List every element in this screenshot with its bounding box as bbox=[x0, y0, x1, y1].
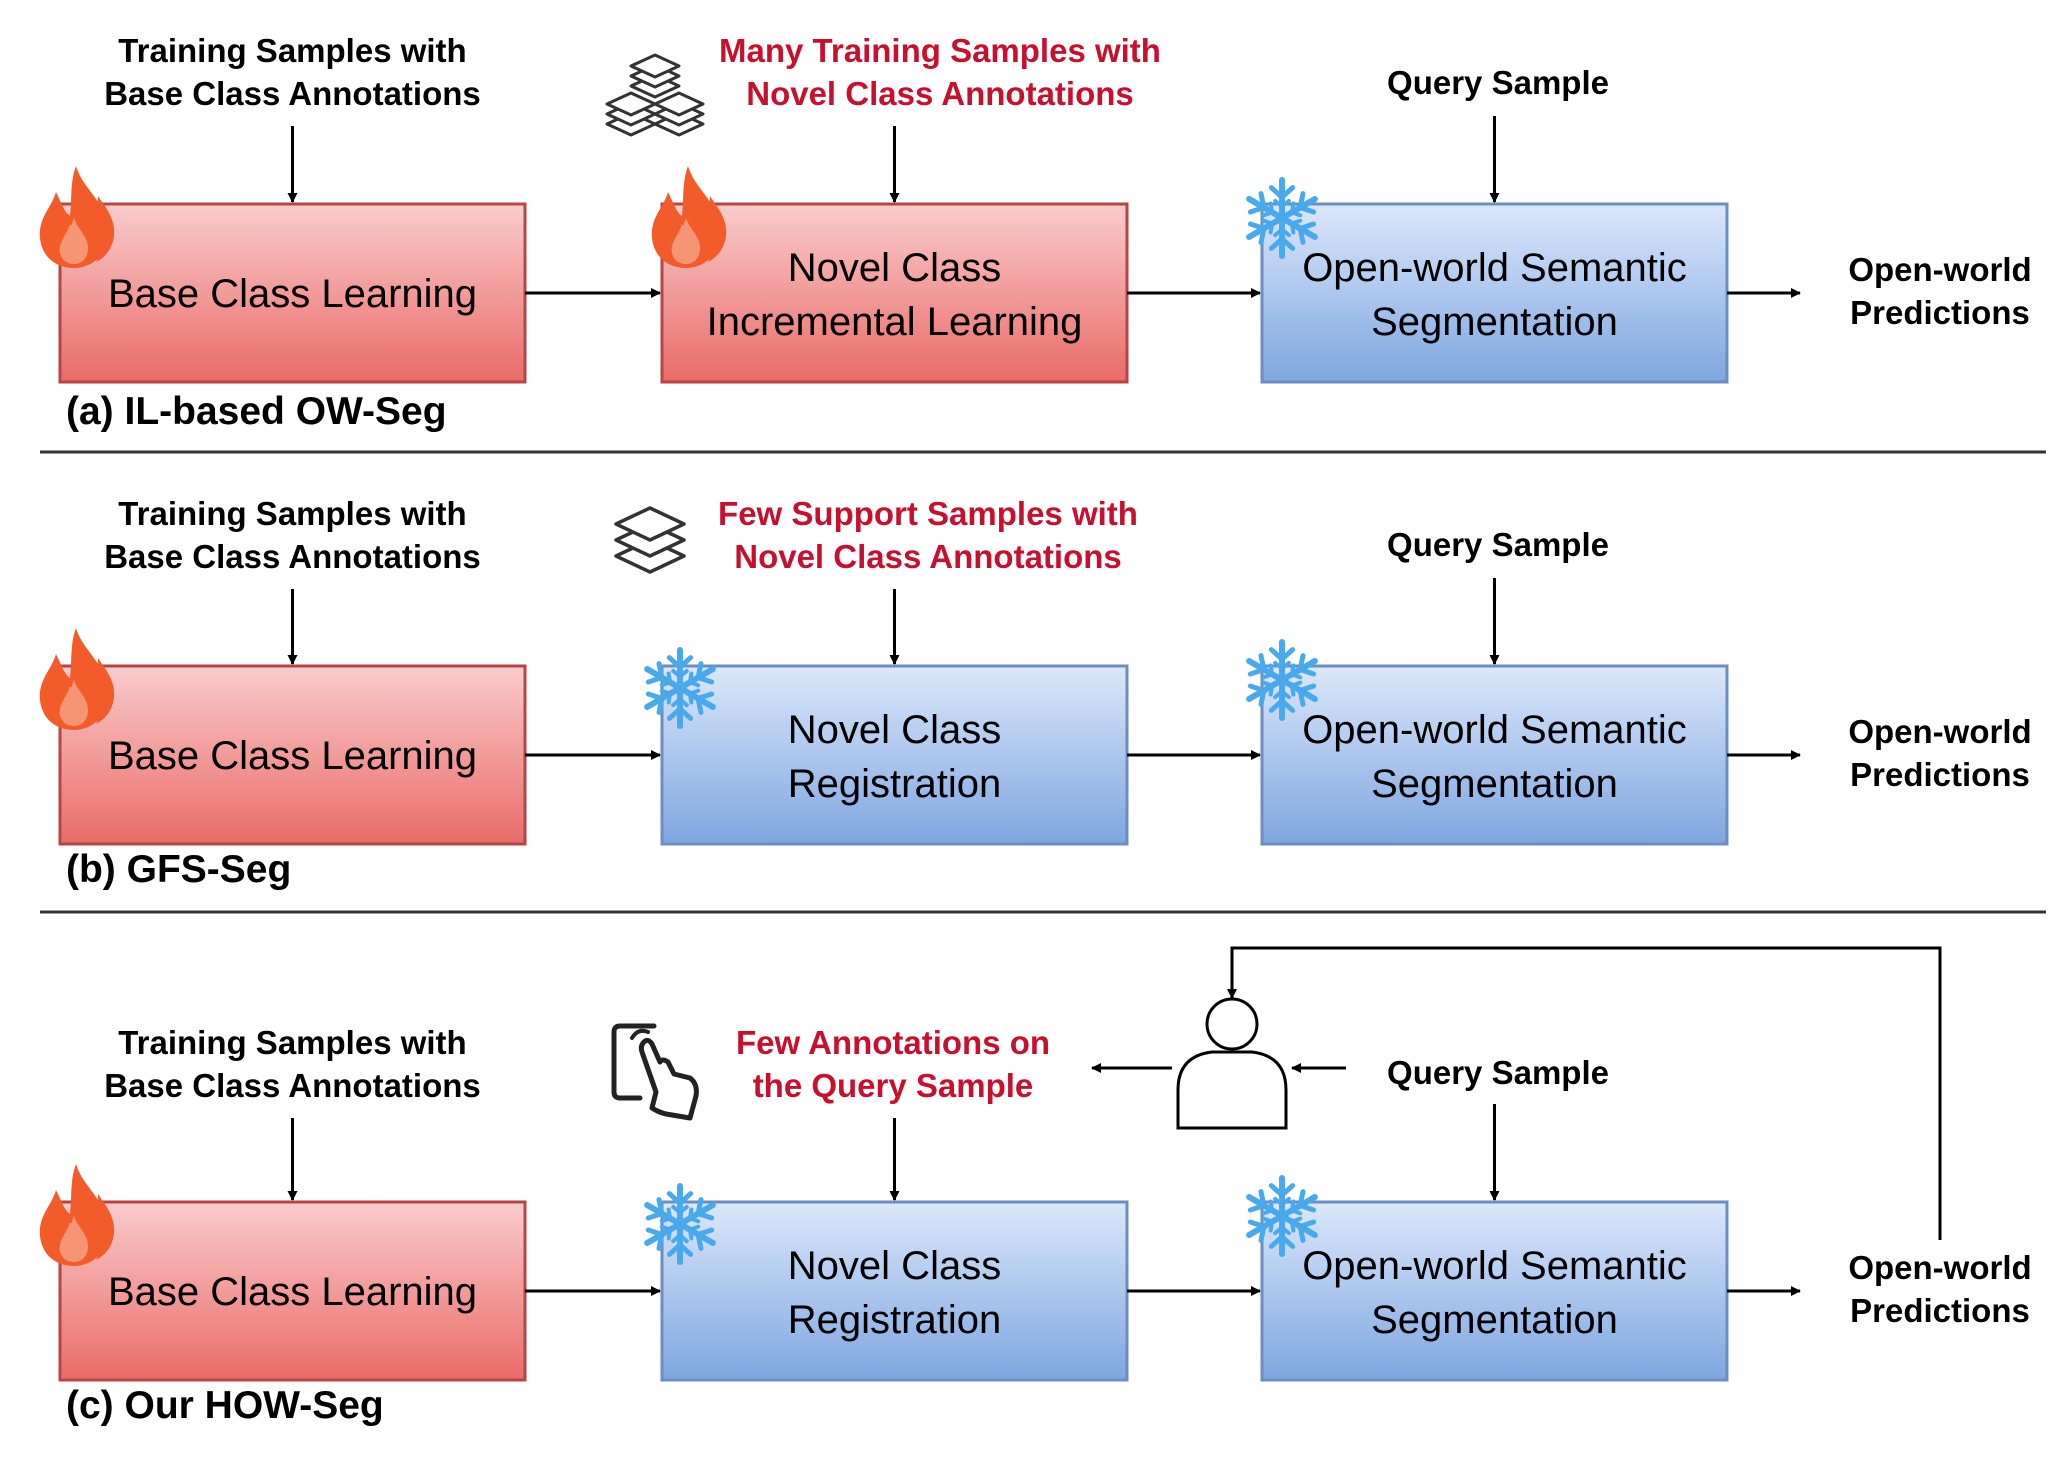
novel-input-label: Novel Class Annotations bbox=[746, 75, 1134, 112]
query-sample-label: Query Sample bbox=[1387, 1054, 1609, 1091]
base-input-label: Training Samples with bbox=[118, 1024, 466, 1061]
output-label: Open-world bbox=[1848, 1249, 2031, 1286]
fire-icon bbox=[39, 1164, 115, 1266]
panel-caption: (c) Our HOW-Seg bbox=[66, 1384, 384, 1427]
base-class-learning-box bbox=[58, 1200, 527, 1382]
box3-label: Open-world Semantic bbox=[1302, 246, 1687, 290]
novel-input-label: Few Annotations on bbox=[736, 1024, 1050, 1061]
novel-input-label: Few Support Samples with bbox=[718, 495, 1138, 532]
box2-label: Novel Class bbox=[788, 708, 1001, 752]
fire-icon bbox=[651, 166, 727, 268]
snowflake-icon bbox=[1246, 177, 1318, 259]
novel-input-label: Novel Class Annotations bbox=[734, 538, 1122, 575]
open-world-segmentation-box bbox=[1260, 202, 1729, 384]
open-world-segmentation-box bbox=[1260, 1200, 1729, 1382]
panel-caption: (b) GFS-Seg bbox=[66, 848, 291, 891]
box3-label: Segmentation bbox=[1371, 300, 1618, 344]
base-input-label: Base Class Annotations bbox=[104, 1067, 481, 1104]
output-label: Predictions bbox=[1850, 756, 2030, 793]
box1-label: Base Class Learning bbox=[108, 272, 477, 316]
box2-label: Novel Class bbox=[788, 246, 1001, 290]
touch-tap-icon bbox=[611, 1023, 699, 1121]
novel-input-label: the Query Sample bbox=[753, 1067, 1034, 1104]
box3-label: Segmentation bbox=[1371, 1298, 1618, 1342]
base-input-label: Base Class Annotations bbox=[104, 75, 481, 112]
box2-label: Novel Class bbox=[788, 1244, 1001, 1288]
snowflake-icon bbox=[1246, 1175, 1318, 1257]
base-class-learning-box bbox=[58, 202, 527, 384]
output-label: Open-world bbox=[1848, 251, 2031, 288]
snowflake-icon bbox=[644, 647, 716, 729]
layers-icon bbox=[614, 506, 686, 574]
stacked-layers-icon bbox=[605, 53, 705, 137]
base-input-label: Base Class Annotations bbox=[104, 538, 481, 575]
box3-label: Open-world Semantic bbox=[1302, 1244, 1687, 1288]
novel-class-box bbox=[660, 664, 1129, 846]
fire-icon bbox=[39, 166, 115, 268]
query-sample-label: Query Sample bbox=[1387, 526, 1609, 563]
box3-label: Segmentation bbox=[1371, 762, 1618, 806]
output-label: Predictions bbox=[1850, 1292, 2030, 1329]
snowflake-icon bbox=[644, 1183, 716, 1265]
panel-caption: (a) IL-based OW-Seg bbox=[66, 390, 447, 433]
output-label: Predictions bbox=[1850, 294, 2030, 331]
person-icon bbox=[1176, 997, 1288, 1130]
base-class-learning-box bbox=[58, 664, 527, 846]
query-sample-label: Query Sample bbox=[1387, 64, 1609, 101]
novel-class-box bbox=[660, 1200, 1129, 1382]
novel-class-box bbox=[660, 202, 1129, 384]
fire-icon bbox=[39, 628, 115, 730]
base-input-label: Training Samples with bbox=[118, 495, 466, 532]
box2-label: Incremental Learning bbox=[707, 300, 1083, 344]
box2-label: Registration bbox=[788, 1298, 1001, 1342]
box3-label: Open-world Semantic bbox=[1302, 708, 1687, 752]
output-label: Open-world bbox=[1848, 713, 2031, 750]
box1-label: Base Class Learning bbox=[108, 1270, 477, 1314]
box1-label: Base Class Learning bbox=[108, 734, 477, 778]
novel-input-label: Many Training Samples with bbox=[719, 32, 1161, 69]
base-input-label: Training Samples with bbox=[118, 32, 466, 69]
open-world-segmentation-box bbox=[1260, 664, 1729, 846]
feedback-loop-arrow bbox=[1227, 946, 1942, 1240]
snowflake-icon bbox=[1246, 639, 1318, 721]
box2-label: Registration bbox=[788, 762, 1001, 806]
